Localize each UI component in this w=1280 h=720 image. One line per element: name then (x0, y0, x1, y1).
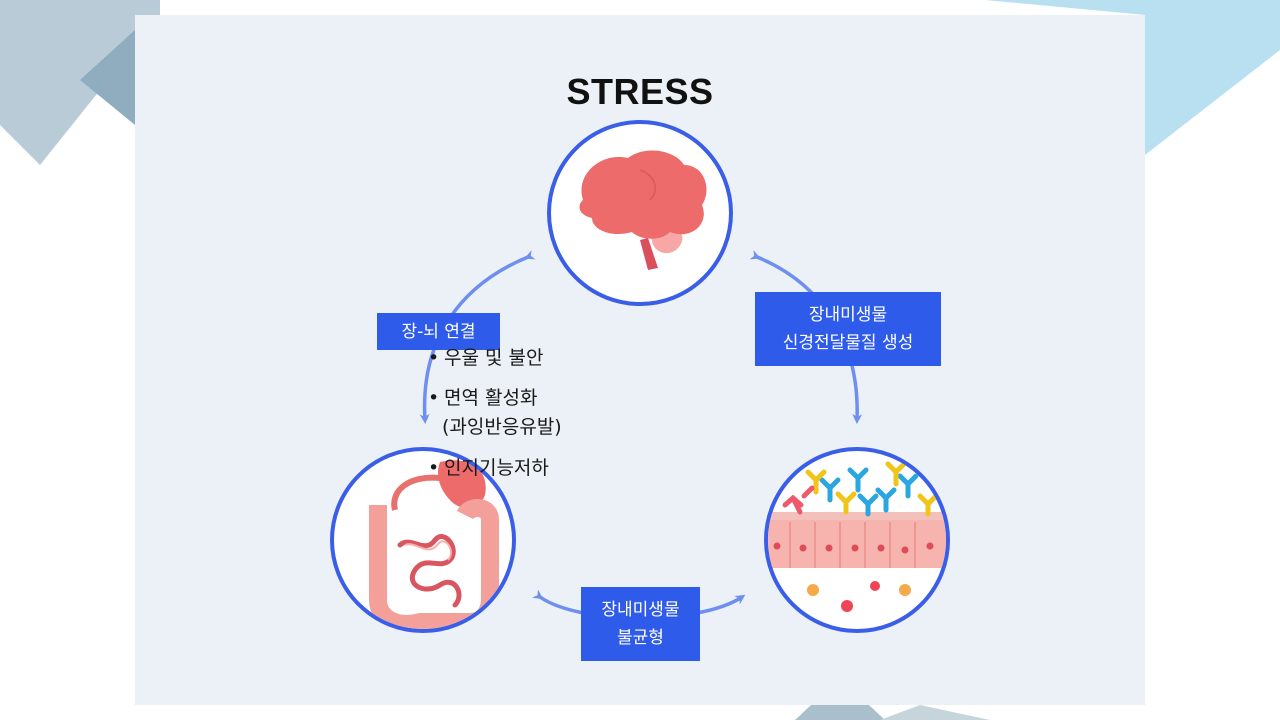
label-microbiome-imbalance: 장내미생물 불균형 (581, 587, 700, 661)
bullet-dot: • (428, 347, 440, 369)
bullet-dot: • (428, 387, 440, 409)
stress-effects-list: • 우울 및 불안 • 면역 활성화 (과잉반응유발) • 인지기능저하 (428, 338, 688, 488)
effect-text: 우울 및 불안 (444, 347, 544, 369)
effect-text: 인지기능저하 (444, 457, 549, 479)
effect-text: 면역 활성화 (444, 387, 538, 409)
label-imbalance-line1: 장내미생물 (601, 600, 680, 620)
label-imbalance-line2: 불균형 (617, 628, 664, 648)
microbiome-circle (764, 447, 950, 633)
label-gut-brain-connection: 장-뇌 연결 (377, 313, 500, 350)
label-neuro-line1: 장내미생물 (808, 305, 888, 325)
bullet-dot: • (428, 457, 440, 479)
brain-circle (547, 120, 733, 306)
diagram-title: STRESS (566, 71, 714, 112)
label-neurotransmitter-production: 장내미생물 신경전달물질 생성 (755, 292, 941, 366)
label-gut-brain-text: 장-뇌 연결 (401, 321, 476, 342)
label-neuro-line2: 신경전달물질 생성 (782, 333, 914, 353)
deco-shape-top-left (0, 0, 160, 165)
effect-item: • 면역 활성화 (428, 378, 688, 418)
effect-subtext: (과잉반응유발) (442, 416, 562, 438)
gut-lining-microbiome-icon (768, 461, 946, 612)
effect-item: • 우울 및 불안 (428, 338, 688, 378)
deco-shape-bottom-2 (880, 705, 990, 720)
deco-shape-top-left-dark (80, 30, 135, 125)
deco-shape-top-right (985, 0, 1280, 155)
brain-icon (579, 150, 707, 270)
effect-item: • 인지기능저하 (428, 448, 688, 488)
